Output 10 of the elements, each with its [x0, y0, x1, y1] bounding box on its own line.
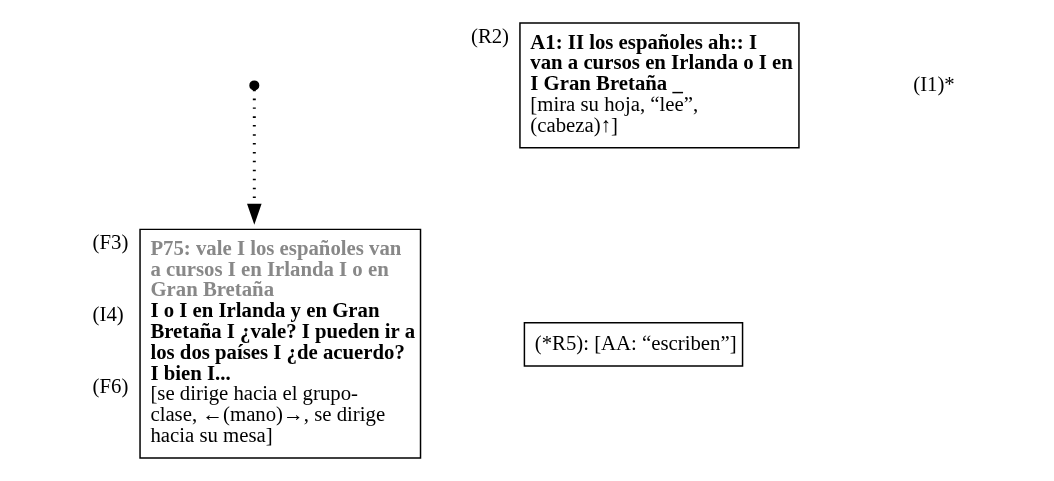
node-box: A1: II los españoles ah:: I van a cursos en Irlanda o I en I Gran Bretaña _ [mira su hoja, “lee”, (cabeza)↑]: [519, 22, 800, 149]
node-label: (R2): [470, 23, 510, 47]
node-label: (I4): [92, 302, 124, 326]
label: (I1)*: [913, 71, 955, 95]
node-box: P75: vale I los españoles van a cursos I en Irlanda I o en Gran Bretaña I o I en Irlanda y en Gran Bretaña I ¿vale? I pueden ir a los dos países I ¿de acuerdo? I bien I... [se dirige hacia el grupo-clase, ←(mano)→, se dirige hacia su mesa]: [139, 228, 422, 459]
arrow: [247, 89, 262, 225]
node-label: (F6): [92, 374, 129, 398]
node-box: (*R5): [AA: “escriben”]: [523, 322, 744, 367]
node-circle: [249, 80, 260, 91]
node-label: (F3): [92, 229, 129, 253]
